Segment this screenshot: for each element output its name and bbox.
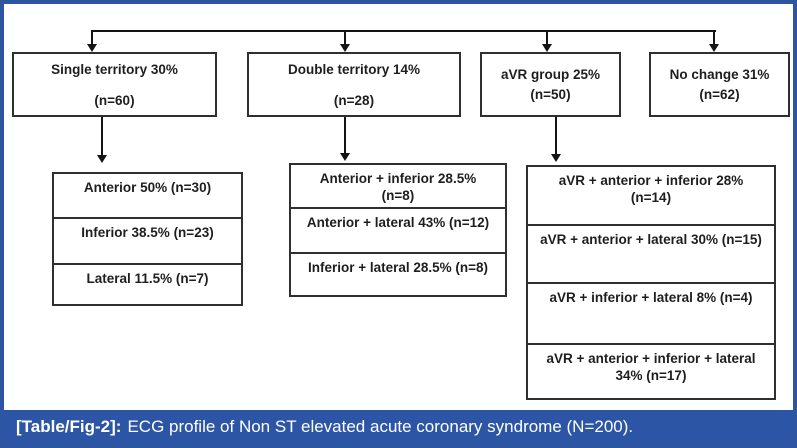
breakdown-row-text: Inferior + lateral 28.5% (n=8)	[307, 260, 489, 275]
down-arrow-icon	[340, 153, 350, 161]
box-avr-group: aVR group 25% (n=50)	[480, 52, 621, 117]
down-arrow-icon	[97, 155, 107, 163]
breakdown-row-text: aVR + inferior + lateral 8% (n=4)	[549, 290, 753, 305]
box-single-territory-title: Single territory 30%	[51, 62, 178, 77]
box-single-territory: Single territory 30% (n=60)	[12, 52, 217, 117]
box-double-territory-breakdown: Anterior + inferior 28.5% (n=8) Anterior…	[289, 163, 507, 297]
breakdown-row-text: Inferior 38.5% (n=23)	[81, 225, 214, 240]
breakdown-row-text: (n=14)	[630, 190, 672, 205]
breakdown-row-anterior: Anterior 50% (n=30)	[54, 174, 241, 217]
breakdown-row-text: Anterior + inferior 28.5%	[319, 171, 477, 186]
breakdown-row-avr-inferior-lateral: aVR + inferior + lateral 8% (n=4)	[528, 282, 774, 343]
connector-stem-double-territory	[344, 30, 346, 44]
box-no-change: No change 31% (n=62)	[649, 52, 790, 117]
down-arrow-icon	[340, 44, 350, 52]
breakdown-row-anterior-inferior: Anterior + inferior 28.5% (n=8)	[291, 165, 505, 207]
box-avr-group-count: (n=50)	[530, 87, 571, 102]
figure-caption: [Table/Fig-2]: ECG profile of Non ST elev…	[4, 410, 793, 444]
down-arrow-icon	[542, 44, 552, 52]
breakdown-row-text: aVR + anterior + inferior 28%	[558, 173, 744, 188]
breakdown-row-text: Lateral 11.5% (n=7)	[86, 271, 209, 286]
breakdown-row-inferior: Inferior 38.5% (n=23)	[54, 217, 241, 263]
box-double-territory: Double territory 14% (n=28)	[247, 52, 461, 117]
connector-double-breakdown	[344, 117, 346, 153]
breakdown-row-lateral: Lateral 11.5% (n=7)	[54, 263, 241, 304]
down-arrow-icon	[87, 44, 97, 52]
breakdown-row-anterior-lateral: Anterior + lateral 43% (n=12)	[291, 207, 505, 252]
connector-stem-no-change	[713, 30, 715, 44]
breakdown-row-text: aVR + anterior + lateral 30% (n=15)	[540, 232, 762, 247]
box-avr-group-breakdown: aVR + anterior + inferior 28% (n=14) aVR…	[526, 165, 776, 400]
box-no-change-count: (n=62)	[699, 87, 740, 102]
connector-avr-breakdown	[555, 117, 557, 154]
breakdown-row-text: Anterior 50% (n=30)	[83, 180, 212, 195]
breakdown-row-text: (n=8)	[381, 188, 415, 203]
connector-stem-avr-group	[546, 30, 548, 44]
breakdown-row-avr-anterior-inferior-lateral: aVR + anterior + inferior + lateral 34% …	[528, 343, 774, 398]
breakdown-row-avr-anterior-inferior: aVR + anterior + inferior 28% (n=14)	[528, 167, 774, 224]
box-double-territory-count: (n=28)	[333, 93, 375, 108]
box-double-territory-title: Double territory 14%	[287, 62, 421, 77]
connector-top-horizontal-line	[91, 30, 716, 32]
down-arrow-icon	[709, 44, 719, 52]
box-single-territory-breakdown: Anterior 50% (n=30) Inferior 38.5% (n=23…	[52, 172, 243, 306]
connector-stem-single-territory	[91, 30, 93, 44]
down-arrow-icon	[551, 154, 561, 162]
breakdown-row-text: 34% (n=17)	[615, 368, 687, 383]
breakdown-row-text: aVR + anterior + inferior + lateral	[546, 351, 756, 366]
box-single-territory-count: (n=60)	[94, 93, 135, 108]
breakdown-row-text: Anterior + lateral 43% (n=12)	[306, 215, 490, 230]
box-avr-group-title: aVR group 25%	[500, 67, 601, 82]
figure-caption-label: [Table/Fig-2]:	[16, 417, 122, 436]
figure-caption-text: ECG profile of Non ST elevated acute cor…	[127, 417, 634, 436]
breakdown-row-inferior-lateral: Inferior + lateral 28.5% (n=8)	[291, 252, 505, 295]
box-no-change-title: No change 31%	[669, 67, 770, 82]
breakdown-row-avr-anterior-lateral: aVR + anterior + lateral 30% (n=15)	[528, 224, 774, 282]
connector-single-breakdown	[101, 117, 103, 155]
